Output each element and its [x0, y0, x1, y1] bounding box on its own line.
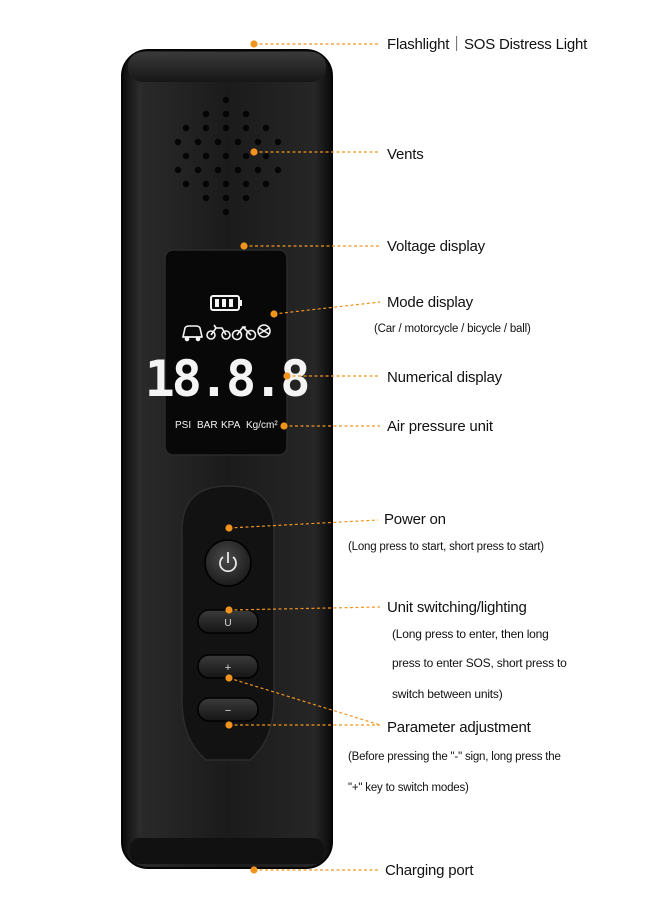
label-power: Power on: [384, 511, 446, 528]
car-icon: [182, 325, 203, 342]
vent-hole: [202, 152, 210, 160]
unit-kpa: KPA: [221, 420, 241, 431]
bicycle-icon: [231, 325, 257, 341]
vent-hole: [202, 110, 210, 118]
vent-hole: [254, 166, 262, 174]
vent-hole: [194, 138, 202, 146]
label-param-sub-1: (Before pressing the "-" sign, long pres…: [348, 751, 561, 763]
vent-hole: [262, 180, 270, 188]
label-vents: Vents: [387, 146, 424, 163]
label-mode: Mode display: [387, 294, 473, 311]
minus-button-label: −: [225, 705, 231, 717]
label-param-sub-2: "+" key to switch modes): [348, 782, 469, 794]
vent-hole: [222, 96, 230, 104]
vent-hole: [214, 138, 222, 146]
vent-hole: [262, 124, 270, 132]
vent-hole: [222, 110, 230, 118]
vent-hole: [182, 124, 190, 132]
label-unit-sub-1: (Long press to enter, then long: [392, 627, 549, 641]
vent-hole: [174, 138, 182, 146]
unit-button-label: U: [224, 618, 231, 629]
label-unit-sub-3: switch between units): [392, 687, 503, 701]
vent-hole: [202, 194, 210, 202]
label-numerical: Numerical display: [387, 369, 502, 386]
motorcycle-icon: [206, 324, 231, 340]
callout-lines: [228, 43, 381, 871]
vent-hole: [242, 110, 250, 118]
lcd-display: 18.8.8 PSI BAR KPA Kg/cm²: [145, 249, 310, 456]
ball-icon: [257, 324, 271, 338]
vent-hole: [194, 166, 202, 174]
vents-grille: [174, 96, 282, 216]
label-param: Parameter adjustment: [387, 719, 531, 736]
vent-hole: [262, 152, 270, 160]
vent-hole: [222, 208, 230, 216]
vent-hole: [202, 124, 210, 132]
plus-button-label: +: [225, 662, 231, 674]
label-power-sub: (Long press to start, short press to sta…: [348, 541, 544, 553]
unit-bar: BAR: [197, 420, 218, 431]
power-button[interactable]: [204, 539, 252, 587]
vent-hole: [242, 152, 250, 160]
callout-dots: [225, 40, 291, 874]
unit-kgcm2: Kg/cm²: [246, 420, 278, 431]
label-charging: Charging port: [385, 862, 474, 879]
vent-hole: [242, 194, 250, 202]
numeric-readout: 18.8.8: [145, 350, 308, 408]
vent-hole: [182, 180, 190, 188]
vent-hole: [274, 166, 282, 174]
vent-hole: [254, 138, 262, 146]
label-flashlight: Flashlight｜SOS Distress Light: [387, 36, 588, 53]
vent-hole: [222, 180, 230, 188]
vent-hole: [242, 124, 250, 132]
vent-hole: [182, 152, 190, 160]
vent-hole: [222, 152, 230, 160]
vent-hole: [234, 166, 242, 174]
vent-hole: [234, 138, 242, 146]
power-icon: [219, 552, 237, 573]
label-voltage: Voltage display: [387, 238, 485, 255]
label-mode-sub: (Car / motorcycle / bicycle / ball): [374, 323, 531, 335]
vent-hole: [222, 194, 230, 202]
label-unit-switch: Unit switching/lighting: [387, 599, 527, 616]
vent-hole: [274, 138, 282, 146]
vent-hole: [242, 180, 250, 188]
vent-hole: [214, 166, 222, 174]
vent-hole: [222, 124, 230, 132]
label-air-unit: Air pressure unit: [387, 418, 493, 435]
battery-icon: [210, 295, 242, 311]
label-unit-sub-2: press to enter SOS, short press to: [392, 656, 567, 670]
vent-hole: [202, 180, 210, 188]
vent-hole: [174, 166, 182, 174]
unit-psi: PSI: [175, 420, 191, 431]
minus-button[interactable]: −: [197, 697, 259, 722]
